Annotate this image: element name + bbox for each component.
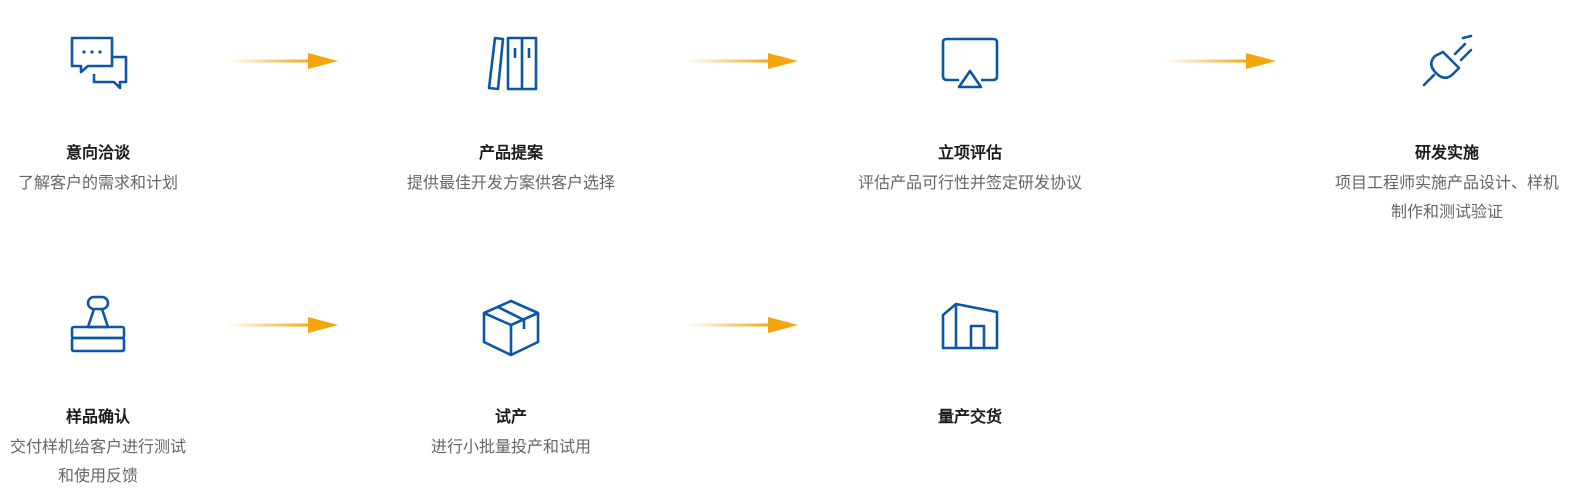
- stamp-icon: [66, 294, 130, 358]
- step-title: 意向洽谈: [65, 143, 130, 162]
- plug-icon: [1415, 30, 1479, 94]
- step-title: 研发实施: [1414, 143, 1479, 162]
- step-title: 量产交货: [937, 407, 1002, 426]
- binders-icon: [479, 30, 543, 94]
- step-desc-line: 项目工程师实施产品设计、样机: [1334, 173, 1559, 192]
- step-desc-line: 制作和测试验证: [1390, 202, 1503, 221]
- step-desc-line: 了解客户的需求和计划: [17, 173, 178, 192]
- step-title: 产品提案: [478, 143, 543, 162]
- flow-arrow: [686, 315, 798, 335]
- flow-arrow: [226, 315, 338, 335]
- step-desc-line: 提供最佳开发方案供客户选择: [406, 173, 615, 192]
- step-desc-line: 交付样机给客户进行测试: [9, 437, 186, 456]
- step-title: 试产: [494, 407, 527, 426]
- screen-cast-icon: [938, 30, 1002, 94]
- box-icon: [479, 294, 543, 358]
- flow-arrow: [1164, 51, 1276, 71]
- step-title: 立项评估: [937, 143, 1002, 162]
- flow-arrow: [226, 51, 338, 71]
- step-desc-line: 和使用反馈: [57, 466, 138, 485]
- flow-arrow: [686, 51, 798, 71]
- step-desc-line: 进行小批量投产和试用: [430, 437, 591, 456]
- factory-icon: [938, 294, 1002, 358]
- step-desc-line: 评估产品可行性并签定研发协议: [857, 173, 1082, 192]
- step-title: 样品确认: [65, 407, 130, 426]
- chat-bubbles-icon: [66, 30, 130, 94]
